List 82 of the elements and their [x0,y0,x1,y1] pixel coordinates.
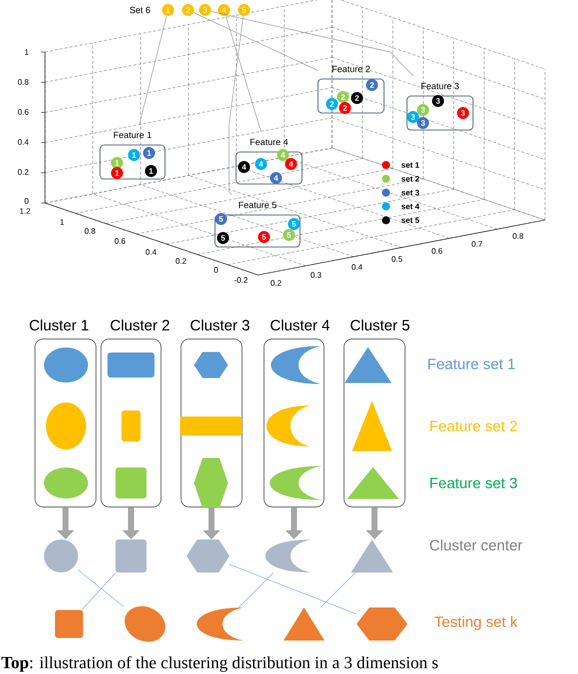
connector-line [228,16,244,196]
row-label: Cluster center [430,540,522,550]
legend-label: set 3 [402,190,420,196]
ellipse-shape [44,348,88,382]
tick-label: 0.4 [146,249,156,255]
ellipse-shape [44,468,88,498]
node-label: Feature 2 [332,66,370,72]
triangle-shape [347,467,399,499]
connector-line [210,11,414,76]
connector-line [82,572,116,610]
rectangle-shape [116,468,146,498]
triangle-shape [344,347,392,383]
hexagon-shape [194,352,228,378]
hexagon-shape [194,458,228,508]
ellipse-shape [46,402,86,450]
tick-label: 0.8 [512,233,524,239]
row-label: Testing set k [434,616,518,630]
legend-label: set 2 [402,176,420,182]
hexagon-shape [186,540,230,572]
node-label: Feature 5 [238,202,276,208]
node-label: Feature 3 [421,82,459,90]
tick-label: 0.2 [176,258,186,264]
row-label: Feature set 1 [428,358,515,370]
connector-line [193,12,318,71]
connector-line [139,16,167,126]
tick-label: 1 [60,219,64,225]
tick-label: 0.3 [310,272,322,278]
cluster-box: Cluster 2 [100,320,170,508]
crescent-shape [266,406,310,446]
connector-line [78,570,124,608]
row-label: Feature set 2 [430,420,517,432]
connector-line [320,572,356,608]
node-label: Cluster 5 [350,319,410,331]
tick-label: 0.8 [18,79,28,85]
node-label: Cluster 4 [270,319,330,331]
cluster-box: Cluster 3 [180,320,250,508]
triangle-shape [351,540,393,572]
tick-label: 0.2 [18,169,28,175]
legend-label: set 5 [402,217,420,223]
connector-line [229,564,357,614]
crescent-shape [196,608,244,640]
tick-label: 0.4 [18,139,29,145]
crescent-shape [270,346,321,384]
rectangle-shape [122,410,140,442]
tick-label: 0 [214,267,218,273]
node-label: Feature 4 [250,138,288,146]
node-label: Cluster 1 [30,319,88,331]
tick-label: 1 [24,49,28,55]
tick-label: 0.6 [114,238,126,244]
node-label: Cluster 2 [110,319,170,331]
connector-line [238,572,274,608]
tick-label: 0.5 [392,256,402,262]
hexagon-shape [356,608,408,640]
tick-label: 0 [24,198,28,204]
rectangle-shape [180,416,242,436]
cluster-box: Cluster 1 [30,320,96,508]
crescent-shape [270,466,322,500]
crescent-shape [265,540,311,572]
tick-label: 0.2 [270,280,282,286]
tick-label: 1.2 [20,208,30,214]
tick-label: 0.6 [18,109,28,115]
rectangle-shape [116,540,146,572]
tick-label: 0.8 [84,228,96,234]
tick-label: 0.6 [432,248,442,254]
legend-label: set 4 [402,204,420,210]
node-label: Feature 1 [114,132,152,138]
circle-shape [44,540,78,572]
connector-line [226,16,262,132]
triangle-shape [284,608,324,640]
cluster-box: Cluster 4 [264,320,330,508]
tick-label: -0.2 [234,277,248,283]
rectangle-shape [55,610,83,638]
set-label: Set 6 [130,6,150,14]
triangle-shape [352,401,392,451]
caption: Top: illustration of the clustering distribution in a 3 dimension s [1,656,438,672]
tick-label: 0.4 [352,264,362,270]
legend-label: set 1 [402,162,420,168]
cluster-box: Cluster 5 [344,320,410,508]
tick-label: 0.7 [472,241,482,247]
rectangle-shape [108,352,154,378]
node-label: Cluster 3 [190,319,250,331]
row-label: Feature set 3 [430,478,517,488]
